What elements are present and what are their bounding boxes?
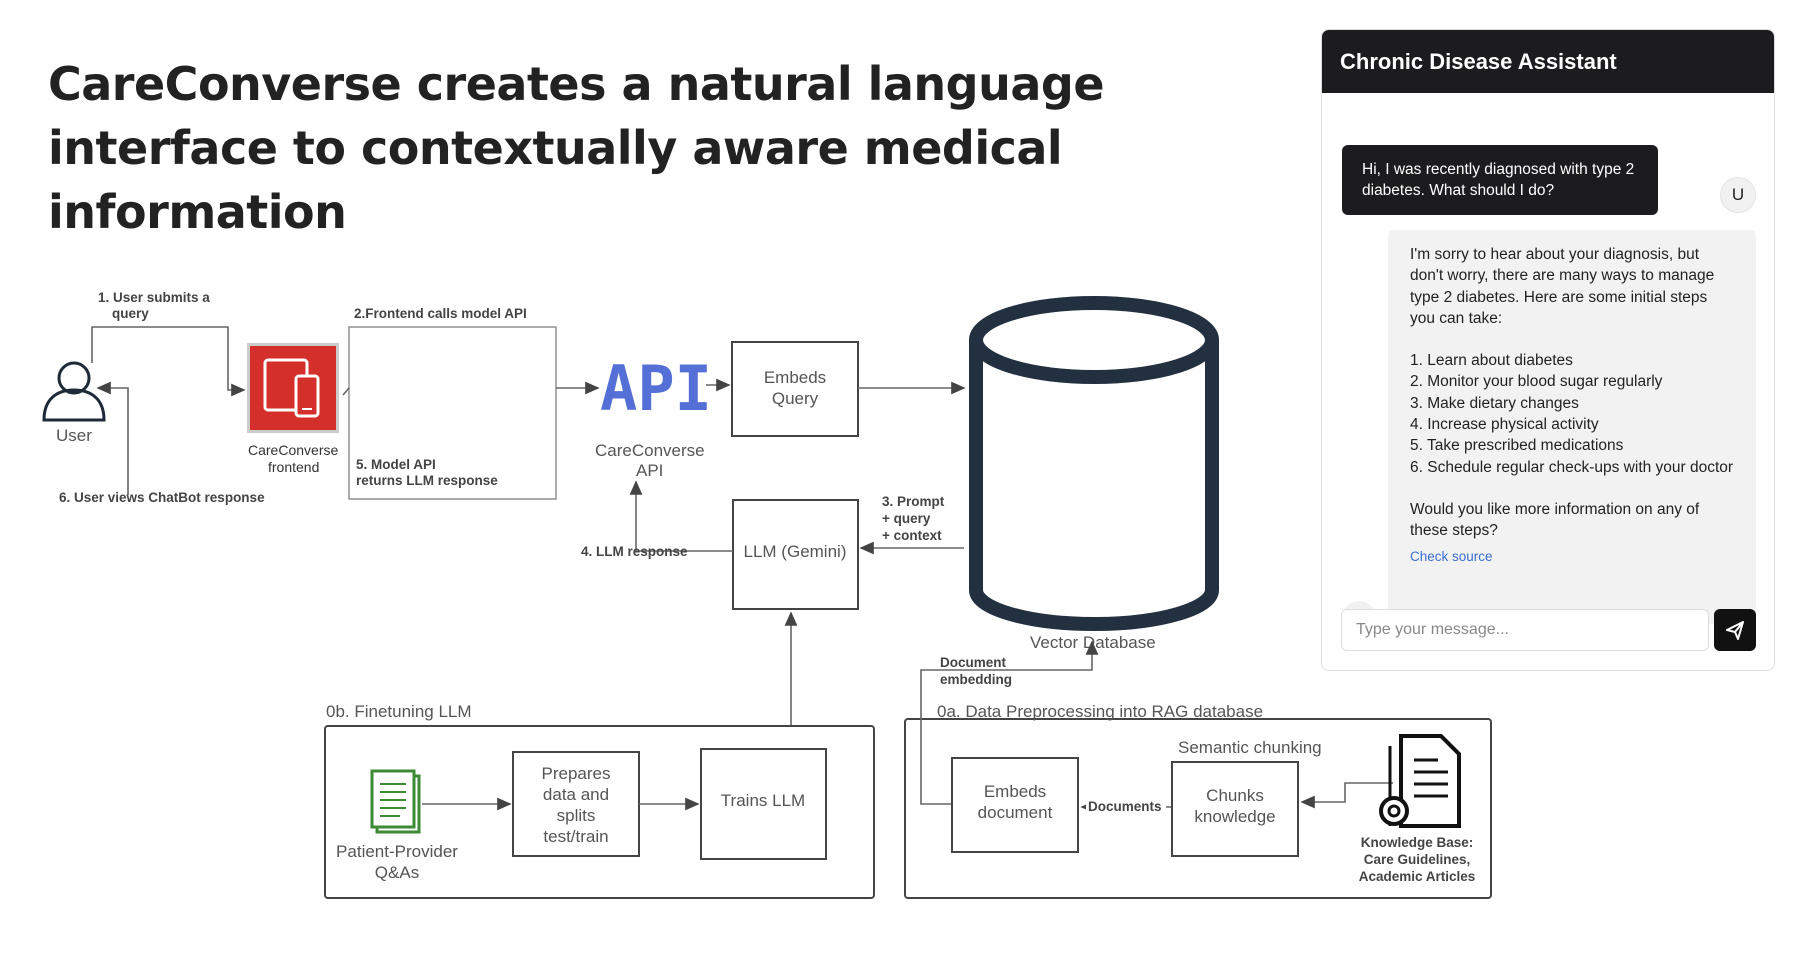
frontend-label-2: frontend (268, 459, 319, 475)
kb-label-2: Care Guidelines, (1364, 852, 1471, 867)
step6-label: 6. User views ChatBot response (59, 490, 265, 505)
embeds-document-box (951, 757, 1079, 853)
doc-embedding-label-2: embedding (940, 672, 1012, 687)
user-avatar: U (1720, 177, 1756, 213)
step3-label-3: + context (882, 528, 942, 543)
prepares-label-3: splits (557, 806, 596, 825)
kb-label-3: Academic Articles (1359, 869, 1476, 884)
step3-label-2: + query (882, 511, 931, 526)
preprocessing-group (904, 718, 1492, 899)
finetune-title: 0b. Finetuning LLM (326, 702, 472, 721)
vector-db-label: Vector Database (1030, 633, 1156, 652)
assistant-step: 2. Monitor your blood sugar regularly (1410, 373, 1663, 391)
prepares-label: Prepares (542, 764, 611, 783)
prepares-box (512, 751, 640, 857)
step1-label-2: query (112, 306, 149, 321)
doc-embedding-label: Document (940, 655, 1007, 670)
step5-label: 5. Model API (356, 457, 436, 472)
send-icon (1726, 621, 1744, 640)
user-label: User (56, 426, 92, 445)
step5-label-2: returns LLM response (356, 473, 498, 488)
user-icon (42, 361, 106, 422)
qa-label: Patient-Provider (336, 842, 458, 861)
trains-llm-box (700, 748, 827, 860)
document-icon (370, 769, 421, 834)
send-button[interactable] (1714, 609, 1756, 651)
frontend-icon (247, 343, 339, 433)
knowledge-base-icon (1379, 734, 1461, 828)
step1-label: 1. User submits a (98, 290, 210, 305)
message-input[interactable]: Type your message... (1341, 609, 1709, 651)
assistant-step: 4. Increase physical activity (1410, 416, 1599, 434)
assistant-step: 1. Learn about diabetes (1410, 352, 1573, 370)
check-source-link[interactable]: Check source (1410, 548, 1493, 564)
llm-label: LLM (Gemini) (744, 542, 847, 561)
chat-panel: Chronic Disease Assistant Hi, I was rece… (1321, 29, 1775, 671)
assistant-intro: I'm sorry to hear about your diagnosis, … (1410, 246, 1715, 327)
trains-llm-label: Trains LLM (721, 791, 805, 810)
prepares-label-2: data and (543, 785, 609, 804)
chat-header: Chronic Disease Assistant (1322, 30, 1774, 93)
embeds-query-box (731, 341, 859, 437)
page-title: CareConverse creates a natural language … (48, 57, 1105, 239)
preprocess-title: 0a. Data Preprocessing into RAG database (937, 702, 1263, 721)
assistant-question: Would you like more information on any o… (1410, 500, 1700, 540)
embeds-query-label: Embeds (764, 368, 826, 387)
chunks-label-2: knowledge (1194, 807, 1275, 826)
chunks-label: Chunks (1206, 786, 1264, 805)
embeds-doc-label-2: document (978, 803, 1053, 822)
kb-label: Knowledge Base: (1361, 835, 1474, 850)
step3-label: 3. Prompt (882, 494, 945, 509)
api-label-2: API (636, 461, 663, 480)
api-label: CareConverse (595, 441, 705, 460)
step2-label: 2.Frontend calls model API (354, 306, 527, 321)
semantic-chunking-label: Semantic chunking (1178, 738, 1322, 757)
user-message: Hi, I was recently diagnosed with type 2… (1342, 145, 1658, 215)
qa-label-2: Q&As (375, 863, 419, 882)
llm-box (732, 499, 859, 610)
frontend-label: CareConverse (248, 442, 338, 458)
assistant-step: 3. Make dietary changes (1410, 394, 1579, 412)
embeds-query-label-2: Query (772, 389, 819, 408)
finetuning-group (324, 725, 875, 899)
prepares-label-4: test/train (543, 827, 608, 846)
chunks-box (1171, 761, 1299, 857)
embeds-doc-label: Embeds (984, 782, 1046, 801)
documents-edge-label: Documents (1088, 799, 1162, 814)
step4-label: 4. LLM response (581, 544, 688, 559)
assistant-step: 5. Take prescribed medications (1410, 437, 1624, 455)
assistant-step: 6. Schedule regular check-ups with your … (1410, 458, 1734, 476)
database-icon (969, 296, 1219, 631)
api-icon: API (600, 352, 712, 425)
assistant-message: I'm sorry to hear about your diagnosis, … (1388, 230, 1756, 624)
